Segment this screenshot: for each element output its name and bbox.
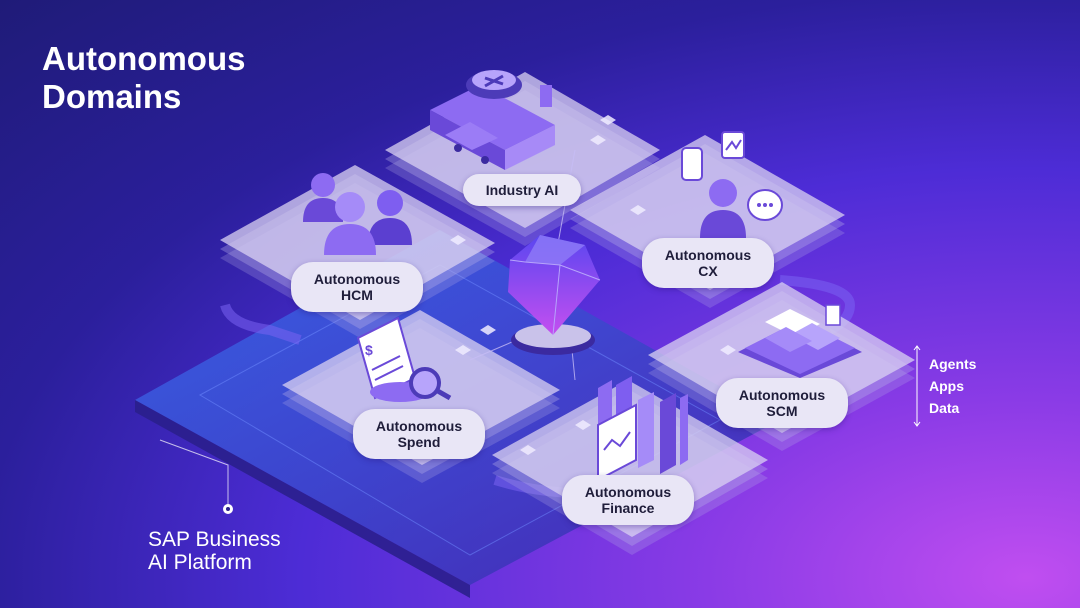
- legend-agents: Agents: [929, 356, 977, 372]
- finance-label-line1: Autonomous: [584, 484, 672, 500]
- label-autonomous-cx[interactable]: Autonomous CX: [642, 238, 774, 288]
- sparkle-markers: [450, 115, 736, 455]
- spend-label-line1: Autonomous: [375, 418, 463, 434]
- legend-apps: Apps: [929, 378, 964, 394]
- legend-data: Data: [929, 400, 960, 416]
- cx-label-line2: CX: [698, 263, 718, 279]
- people-group-icon: [303, 173, 412, 255]
- person-chat-icon: [681, 131, 783, 238]
- vertical-double-arrow-icon: [913, 345, 921, 427]
- spend-label-line2: Spend: [397, 434, 441, 450]
- label-industry-ai[interactable]: Industry AI: [463, 174, 581, 206]
- scm-label-line1: Autonomous: [738, 387, 826, 403]
- label-autonomous-hcm[interactable]: Autonomous HCM: [291, 262, 423, 312]
- industry-ai-label: Industry AI: [485, 182, 559, 198]
- platform-label-line1: SAP Business: [148, 528, 281, 551]
- label-autonomous-scm[interactable]: Autonomous SCM: [716, 378, 848, 428]
- bar-chart-tablet-icon: [597, 376, 688, 482]
- cx-label-line1: Autonomous: [664, 247, 752, 263]
- label-autonomous-spend[interactable]: Autonomous Spend: [353, 409, 485, 459]
- platform-label-line2: AI Platform: [148, 551, 252, 574]
- cargo-ship-icon: [738, 304, 862, 378]
- platform-connector: [159, 439, 229, 509]
- label-autonomous-finance[interactable]: Autonomous Finance: [562, 475, 694, 525]
- factory-truck-icon: [430, 70, 555, 170]
- ai-gem-icon: [508, 235, 601, 355]
- finance-label-line2: Finance: [601, 500, 655, 516]
- svg-text:$: $: [365, 342, 373, 358]
- platform-label: SAP Business AI Platform: [148, 528, 328, 574]
- hcm-label-line1: Autonomous: [313, 271, 401, 287]
- layers-legend: Agents Apps Data: [912, 344, 1022, 428]
- page-title: Autonomous Domains: [42, 40, 246, 115]
- scm-label-line2: SCM: [766, 403, 798, 419]
- hcm-label-line2: HCM: [341, 287, 373, 303]
- document-magnifier-icon: $: [356, 316, 452, 402]
